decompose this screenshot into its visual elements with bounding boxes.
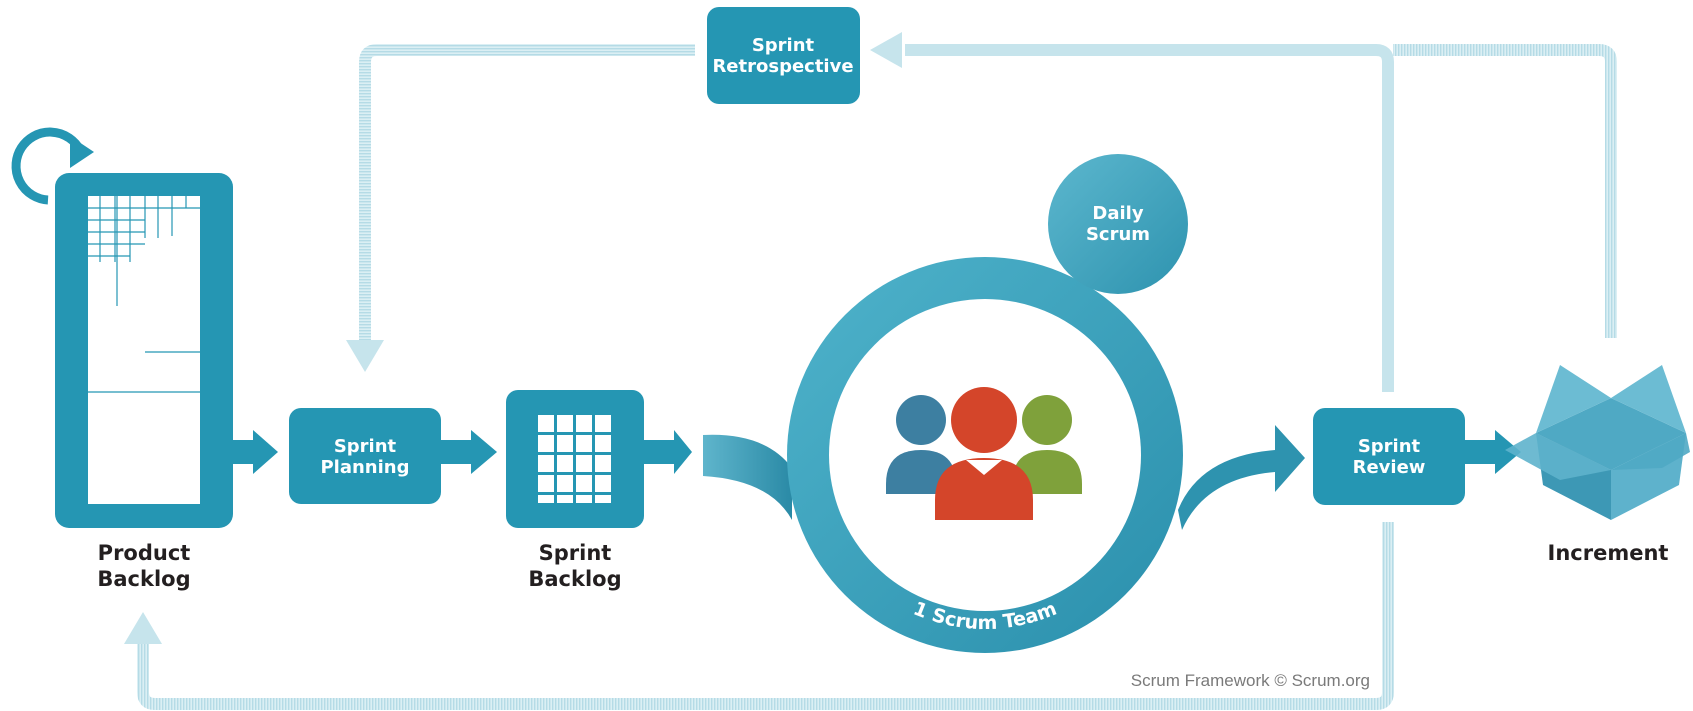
arrow-backlog-to-planning	[233, 430, 278, 474]
daily-scrum-line1: Daily	[1092, 203, 1143, 224]
product-backlog-icon	[55, 173, 233, 528]
person-center-body	[935, 458, 1033, 520]
sprint-planning-node: Sprint Planning	[289, 408, 441, 504]
sprint-planning-line2: Planning	[320, 457, 409, 478]
daily-scrum-node: Daily Scrum	[1048, 154, 1188, 294]
sprint-retrospective-line1: Sprint	[752, 35, 815, 56]
increment-label: Increment	[1548, 541, 1669, 565]
product-backlog-label-line2: Backlog	[97, 567, 190, 591]
person-left-head	[896, 395, 946, 445]
arrow-review-to-increment	[1465, 430, 1521, 474]
person-right-head	[1022, 395, 1072, 445]
review-to-retrospective-track	[870, 32, 1394, 392]
arrow-down-to-planning	[346, 340, 384, 372]
sprint-backlog-label-line2: Backlog	[528, 567, 621, 591]
open-box-icon	[1505, 365, 1690, 520]
scrum-team-ring	[787, 257, 1183, 653]
review-to-backlog-loop	[124, 522, 1394, 710]
person-center-collar	[966, 460, 1002, 475]
copyright-credit: Scrum Framework © Scrum.org	[1131, 671, 1370, 690]
arrow-sprint-backlog-to-sprint	[644, 430, 692, 474]
arrow-left-to-retrospective	[870, 32, 902, 68]
sprint-review-line2: Review	[1353, 457, 1426, 478]
retrospective-feedback-loop	[346, 44, 1617, 372]
person-center-head	[951, 387, 1017, 453]
sprint-backlog-label-line1: Sprint	[539, 541, 612, 565]
people-group-icon	[886, 387, 1082, 520]
circular-arrow-icon	[11, 127, 94, 205]
arrow-up-to-backlog	[124, 612, 162, 644]
sprint-retrospective-node: Sprint Retrospective	[707, 7, 860, 104]
arrow-planning-to-sprint-backlog	[441, 430, 497, 474]
sprint-sweep-out	[1178, 425, 1305, 530]
sprint-review-node: Sprint Review	[1313, 408, 1465, 505]
sprint-backlog-icon	[506, 390, 644, 528]
product-backlog-label-line1: Product	[98, 541, 191, 565]
sprint-planning-line1: Sprint	[334, 436, 397, 457]
sprint-review-line1: Sprint	[1358, 436, 1421, 457]
sprint-sweep-in	[703, 434, 792, 520]
daily-scrum-line2: Scrum	[1086, 224, 1150, 245]
sprint-retrospective-line2: Retrospective	[712, 56, 853, 77]
